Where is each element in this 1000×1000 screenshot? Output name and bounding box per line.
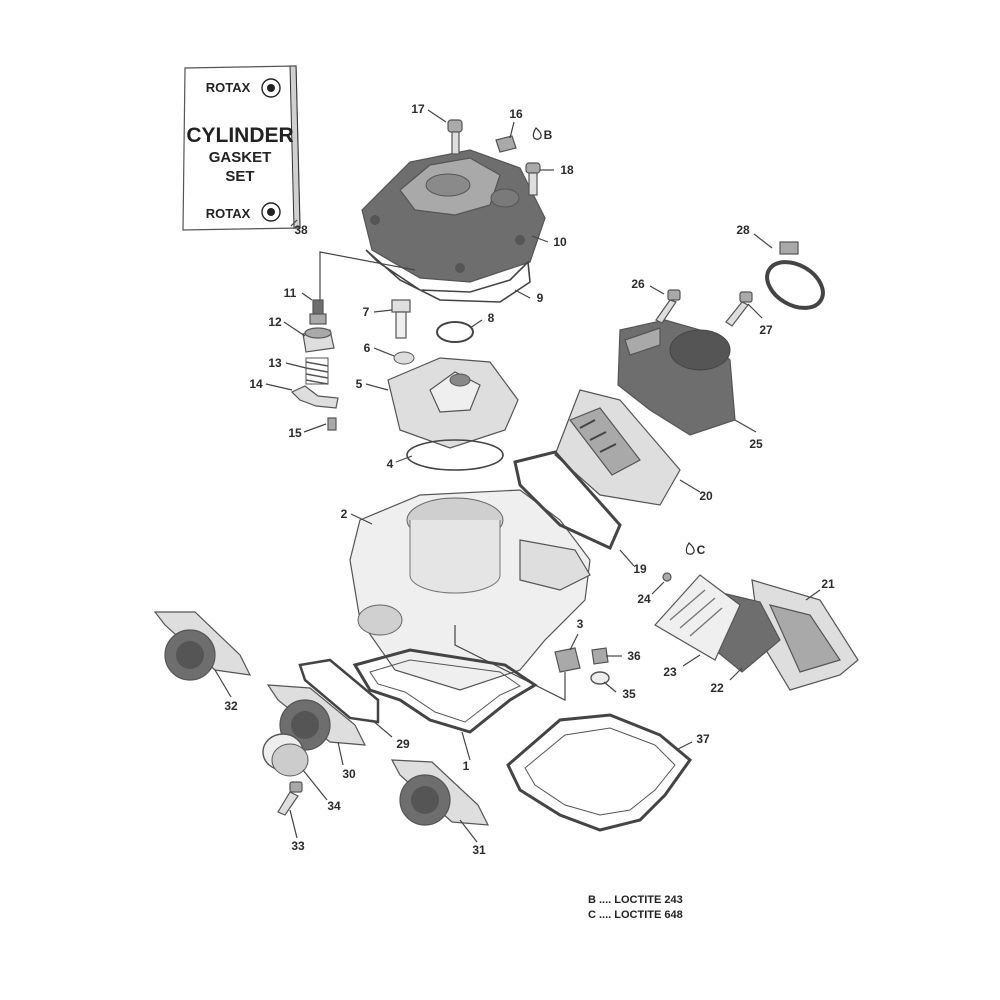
adhesive-marker-c: C <box>685 542 706 557</box>
bleed-valve-11 <box>309 299 327 325</box>
callout-20: 20 <box>699 489 713 503</box>
callout-28: 28 <box>736 223 750 237</box>
screw-18 <box>525 162 541 196</box>
callout-29: 29 <box>396 737 410 751</box>
o-ring-8 <box>436 321 474 343</box>
exhaust-flange-31 <box>390 759 490 826</box>
legend-line-b: B .... LOCTITE 243 <box>588 894 683 906</box>
reed-petal-23 <box>654 574 741 661</box>
callout-7: 7 <box>363 305 370 319</box>
kit-title-line3: SET <box>225 168 254 185</box>
callout-18: 18 <box>560 163 574 177</box>
callout-37: 37 <box>696 732 710 746</box>
nut-3 <box>554 647 581 673</box>
callout-12: 12 <box>268 315 282 329</box>
clamp-14 <box>290 385 339 409</box>
callout-14: 14 <box>249 377 263 391</box>
callout-13: 13 <box>268 356 282 370</box>
callout-15: 15 <box>288 426 302 440</box>
callout-26: 26 <box>631 277 645 291</box>
callout-22: 22 <box>710 681 724 695</box>
screw-24 <box>662 572 672 582</box>
nut-36 <box>591 647 609 665</box>
head-cover-gasket <box>365 249 531 303</box>
cylinder-head <box>387 357 519 449</box>
drop-icon <box>532 127 542 140</box>
callout-38: 38 <box>294 223 308 237</box>
adhesive-marker-b: B <box>532 127 553 142</box>
svg-text:B: B <box>544 128 553 142</box>
hose-clamp-28 <box>765 241 825 310</box>
kit-title-line1: CYLINDER <box>186 124 293 147</box>
sealing-ring-34 <box>262 733 309 777</box>
kit-title-line2: GASKET <box>209 149 272 166</box>
reed-valve-gasket <box>513 450 622 551</box>
leader-lines <box>214 109 821 843</box>
callout-36: 36 <box>627 649 641 663</box>
kit-brand-top: ROTAX <box>206 80 251 95</box>
callout-23: 23 <box>663 665 677 679</box>
washer-6 <box>393 351 415 365</box>
callout-27: 27 <box>759 323 773 337</box>
washer-35 <box>590 671 610 685</box>
callout-4: 4 <box>387 457 394 471</box>
callout-35: 35 <box>622 687 636 701</box>
cylinder-gasket-set-box: ROTAX CYLINDER GASKET SET ROTAX <box>182 65 301 231</box>
callout-1: 1 <box>463 759 470 773</box>
intake-manifold <box>617 319 736 436</box>
screw-15 <box>327 417 337 431</box>
cap-12 <box>302 327 335 353</box>
screw-26 <box>655 289 681 324</box>
nut-16 <box>495 135 517 153</box>
cylinder-head-cover <box>361 149 546 283</box>
callout-numbers: 1 2 3 4 5 6 7 8 9 10 11 12 13 14 15 16 1… <box>224 102 835 857</box>
reed-valve-block <box>554 389 681 506</box>
svg-text:C: C <box>697 543 706 557</box>
callout-19: 19 <box>633 562 647 576</box>
callout-21: 21 <box>821 577 835 591</box>
legend-line-c: C .... LOCTITE 648 <box>588 909 683 921</box>
drop-icon <box>685 542 695 555</box>
callout-2: 2 <box>341 507 348 521</box>
screw-33 <box>277 781 303 816</box>
gasket-37 <box>506 713 693 832</box>
callout-24: 24 <box>637 592 651 606</box>
adhesive-legend: B .... LOCTITE 243 C .... LOCTITE 648 <box>588 894 683 921</box>
spring-13 <box>305 357 329 385</box>
screw-27 <box>725 291 753 327</box>
callout-30: 30 <box>342 767 356 781</box>
callout-33: 33 <box>291 839 305 853</box>
callout-34: 34 <box>327 799 341 813</box>
screw-7 <box>391 299 411 339</box>
callout-3: 3 <box>577 617 584 631</box>
o-ring-4 <box>406 439 504 471</box>
kit-brand-bottom: ROTAX <box>206 206 251 221</box>
callout-10: 10 <box>553 235 567 249</box>
callout-25: 25 <box>749 437 763 451</box>
exhaust-flange-32 <box>153 611 252 681</box>
cylinder-base-gasket <box>352 648 538 734</box>
callout-32: 32 <box>224 699 238 713</box>
callout-5: 5 <box>356 377 363 391</box>
callout-9: 9 <box>537 291 544 305</box>
callout-17: 17 <box>411 102 425 116</box>
callout-6: 6 <box>364 341 371 355</box>
screw-17 <box>447 119 463 155</box>
callout-8: 8 <box>488 311 495 325</box>
callout-31: 31 <box>472 843 486 857</box>
exhaust-gasket-29 <box>298 658 380 724</box>
callout-11: 11 <box>284 286 297 300</box>
callout-16: 16 <box>509 107 523 121</box>
cylinder <box>349 489 591 691</box>
